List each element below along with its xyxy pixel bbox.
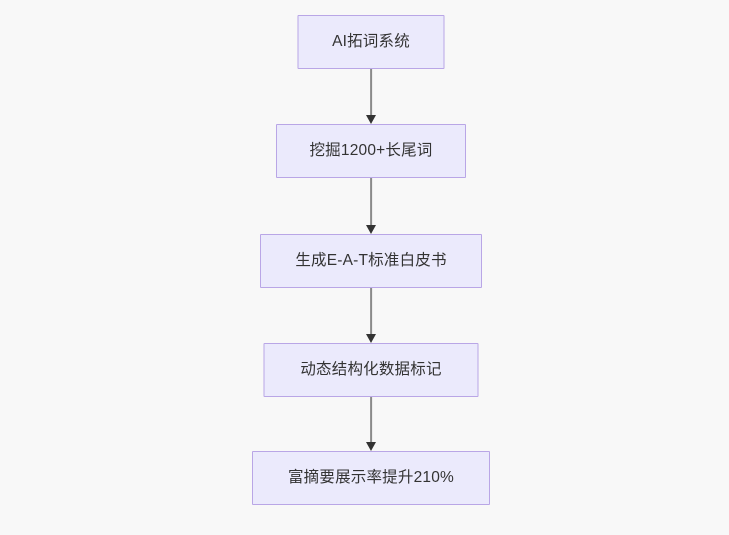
- flow-node-label: 生成E-A-T标准白皮书: [295, 251, 447, 269]
- flow-node-label: 动态结构化数据标记: [300, 360, 442, 378]
- arrow-head-icon: [366, 442, 376, 451]
- arrow-head-icon: [366, 115, 376, 124]
- flow-edge-2: [364, 178, 378, 234]
- flow-edge-1: [364, 69, 378, 124]
- arrow-head-icon: [366, 334, 376, 343]
- flow-edge-4: [364, 397, 378, 451]
- flow-node-label: 挖掘1200+长尾词: [309, 141, 433, 159]
- flow-node-rich-snippet-impression-lift[interactable]: 富摘要展示率提升210%: [252, 451, 490, 505]
- edge-line: [370, 288, 372, 335]
- edge-line: [370, 397, 372, 443]
- flow-node-generate-eat-whitepaper[interactable]: 生成E-A-T标准白皮书: [260, 234, 482, 288]
- flow-node-label: AI拓词系统: [332, 32, 410, 50]
- flow-edge-3: [364, 288, 378, 343]
- edge-line: [370, 178, 372, 226]
- flow-node-ai-keyword-system[interactable]: AI拓词系统: [297, 15, 445, 69]
- flow-node-label: 富摘要展示率提升210%: [287, 468, 455, 486]
- arrow-head-icon: [366, 225, 376, 234]
- flow-node-dynamic-structured-data-markup[interactable]: 动态结构化数据标记: [263, 343, 479, 397]
- flow-node-mine-longtail-keywords[interactable]: 挖掘1200+长尾词: [276, 124, 466, 178]
- edge-line: [370, 69, 372, 116]
